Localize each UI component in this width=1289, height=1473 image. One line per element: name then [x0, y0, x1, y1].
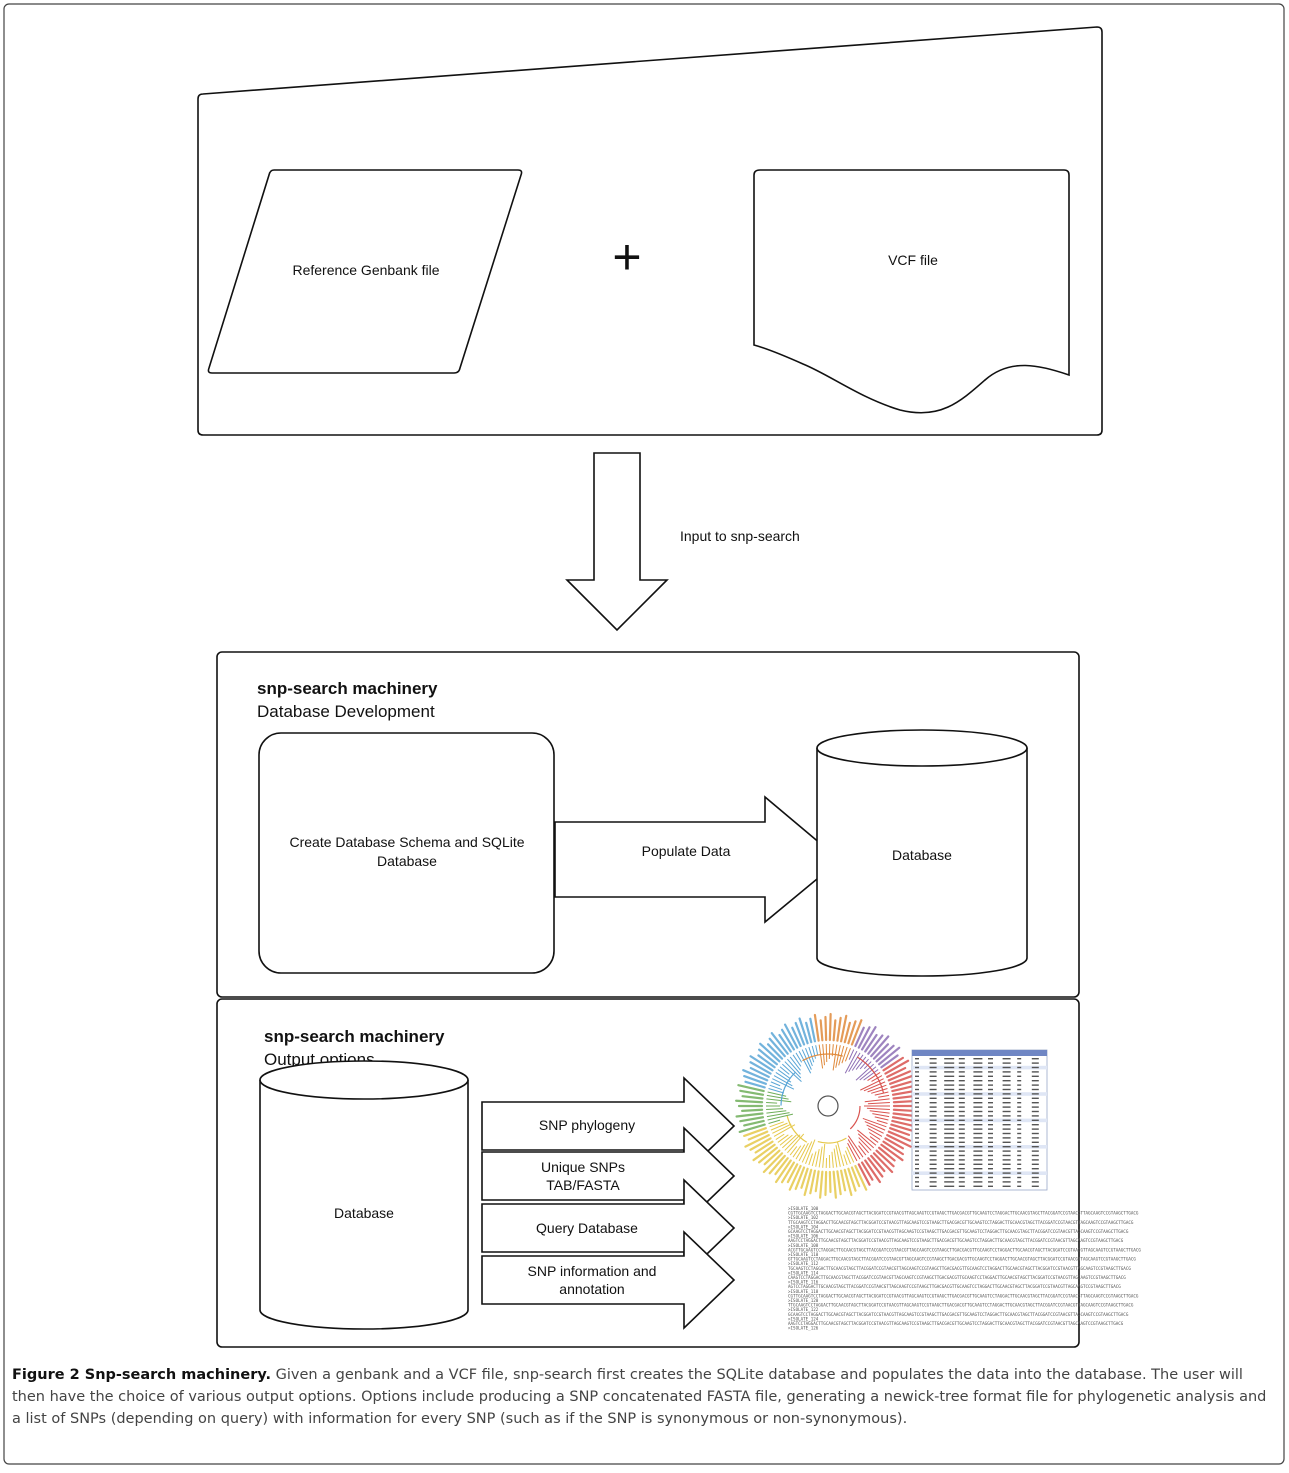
svg-text:TTGCAAGTCCTAGGACTTGCAACGTAGCTT: TTGCAAGTCCTAGGACTTGCAACGTAGCTTACGGATCCGT… [788, 1303, 1134, 1308]
populate-data-arrow [554, 795, 842, 924]
svg-text:CAAGTCCTAGGACTTGCAACGTAGCTTACG: CAAGTCCTAGGACTTGCAACGTAGCTTACGGATCCGTAAC… [788, 1275, 1126, 1280]
input-down-arrow [565, 452, 669, 632]
dev-panel-subtitle: Database Development [257, 702, 435, 721]
caption-label: Figure 2 Snp-search machinery. [12, 1367, 271, 1383]
phylogenetic-tree-image [735, 1012, 921, 1199]
svg-text:>ISOLATE_100: >ISOLATE_100 [788, 1206, 819, 1211]
create-schema-label-line2: Database [377, 853, 437, 869]
database-cylinder-dev [816, 729, 1028, 977]
svg-text:>ISOLATE_112: >ISOLATE_112 [788, 1261, 819, 1266]
figure-border [3, 3, 1285, 1465]
option-label-snp-phylogeny: SNP phylogeny [539, 1117, 635, 1133]
svg-text:AAGTCCTAGGACTTGCAACGTAGCTTACGG: AAGTCCTAGGACTTGCAACGTAGCTTACGGATCCGTAACG… [788, 1238, 1124, 1243]
svg-text:>ISOLATE_124: >ISOLATE_124 [788, 1316, 819, 1321]
svg-text:AGTCCTAGGACTTGCAACGTAGCTTACGGA: AGTCCTAGGACTTGCAACGTAGCTTACGGATCCGTAACGT… [788, 1284, 1121, 1289]
svg-text:>ISOLATE_126: >ISOLATE_126 [788, 1326, 819, 1331]
svg-text:AAGTCCTAGGACTTGCAACGTAGCTTACGG: AAGTCCTAGGACTTGCAACGTAGCTTACGGATCCGTAACG… [788, 1321, 1124, 1326]
svg-text:ACGTTGCAAGTCCTAGGACTTGCAACGTAG: ACGTTGCAAGTCCTAGGACTTGCAACGTAGCTTACGGATC… [788, 1247, 1141, 1252]
svg-text:>ISOLATE_106: >ISOLATE_106 [788, 1234, 819, 1239]
option-label-unique-snps-line1: Unique SNPs [541, 1159, 625, 1175]
genbank-file-label: Reference Genbank file [292, 262, 439, 278]
database-cylinder-output [259, 1060, 469, 1330]
dev-panel-title: snp-search machinery [257, 679, 438, 698]
output-arrow-3 [481, 1178, 736, 1278]
svg-text:>ISOLATE_102: >ISOLATE_102 [788, 1215, 819, 1220]
genbank-file-shape [207, 169, 523, 374]
svg-text:GCAAGTCCTAGGACTTGCAACGTAGCTTAC: GCAAGTCCTAGGACTTGCAACGTAGCTTACGGATCCGTAA… [788, 1312, 1129, 1317]
output-arrow-4 [481, 1230, 736, 1330]
option-label-snp-info-line2: annotation [559, 1281, 624, 1297]
option-label-unique-snps-line2: TAB/FASTA [546, 1177, 620, 1193]
svg-text:TGCAAGTCCTAGGACTTGCAACGTAGCTTA: TGCAAGTCCTAGGACTTGCAACGTAGCTTACGGATCCGTA… [788, 1266, 1131, 1271]
output-arrow-1 [481, 1076, 736, 1176]
svg-text:GTTGCAAGTCCTAGGACTTGCAACGTAGCT: GTTGCAAGTCCTAGGACTTGCAACGTAGCTTACGGATCCG… [788, 1257, 1136, 1262]
svg-text:>ISOLATE_120: >ISOLATE_120 [788, 1298, 819, 1303]
option-label-snp-info-line1: SNP information and [528, 1263, 657, 1279]
caption-text: Given a genbank and a VCF file, snp-sear… [12, 1367, 1267, 1427]
populate-data-label: Populate Data [642, 843, 731, 859]
svg-text:>ISOLATE_118: >ISOLATE_118 [788, 1289, 819, 1294]
vcf-file-label: VCF file [888, 252, 938, 268]
svg-text:CGTTGCAAGTCCTAGGACTTGCAACGTAGC: CGTTGCAAGTCCTAGGACTTGCAACGTAGCTTACGGATCC… [788, 1293, 1139, 1298]
snp-table-image [911, 1049, 1048, 1191]
plus-sign: + [612, 229, 641, 285]
figure-caption: Figure 2 Snp-search machinery. Given a g… [12, 1364, 1274, 1430]
svg-text:>ISOLATE_104: >ISOLATE_104 [788, 1224, 819, 1229]
fasta-text-image: >ISOLATE_100CGTTGCAAGTCCTAGGACTTGCAACGTA… [788, 1206, 1141, 1331]
database-label-output: Database [334, 1205, 394, 1221]
svg-text:>ISOLATE_116: >ISOLATE_116 [788, 1280, 819, 1285]
vcf-file-shape [753, 169, 1070, 414]
svg-text:>ISOLATE_110: >ISOLATE_110 [788, 1252, 819, 1257]
input-arrow-label: Input to snp-search [680, 528, 800, 544]
create-schema-box [258, 732, 555, 974]
svg-text:>ISOLATE_122: >ISOLATE_122 [788, 1307, 819, 1312]
svg-text:CGTTGCAAGTCCTAGGACTTGCAACGTAGC: CGTTGCAAGTCCTAGGACTTGCAACGTAGCTTACGGATCC… [788, 1211, 1139, 1216]
svg-text:GCAAGTCCTAGGACTTGCAACGTAGCTTAC: GCAAGTCCTAGGACTTGCAACGTAGCTTACGGATCCGTAA… [788, 1229, 1129, 1234]
option-label-query-database: Query Database [536, 1220, 638, 1236]
create-schema-label-line1: Create Database Schema and SQLite [289, 834, 524, 850]
svg-text:TTGCAAGTCCTAGGACTTGCAACGTAGCTT: TTGCAAGTCCTAGGACTTGCAACGTAGCTTACGGATCCGT… [788, 1220, 1134, 1225]
output-panel-title: snp-search machinery [264, 1027, 445, 1046]
svg-text:>ISOLATE_114: >ISOLATE_114 [788, 1270, 819, 1275]
output-arrow-2 [481, 1126, 736, 1226]
svg-text:>ISOLATE_108: >ISOLATE_108 [788, 1243, 819, 1248]
database-label-dev: Database [892, 847, 952, 863]
